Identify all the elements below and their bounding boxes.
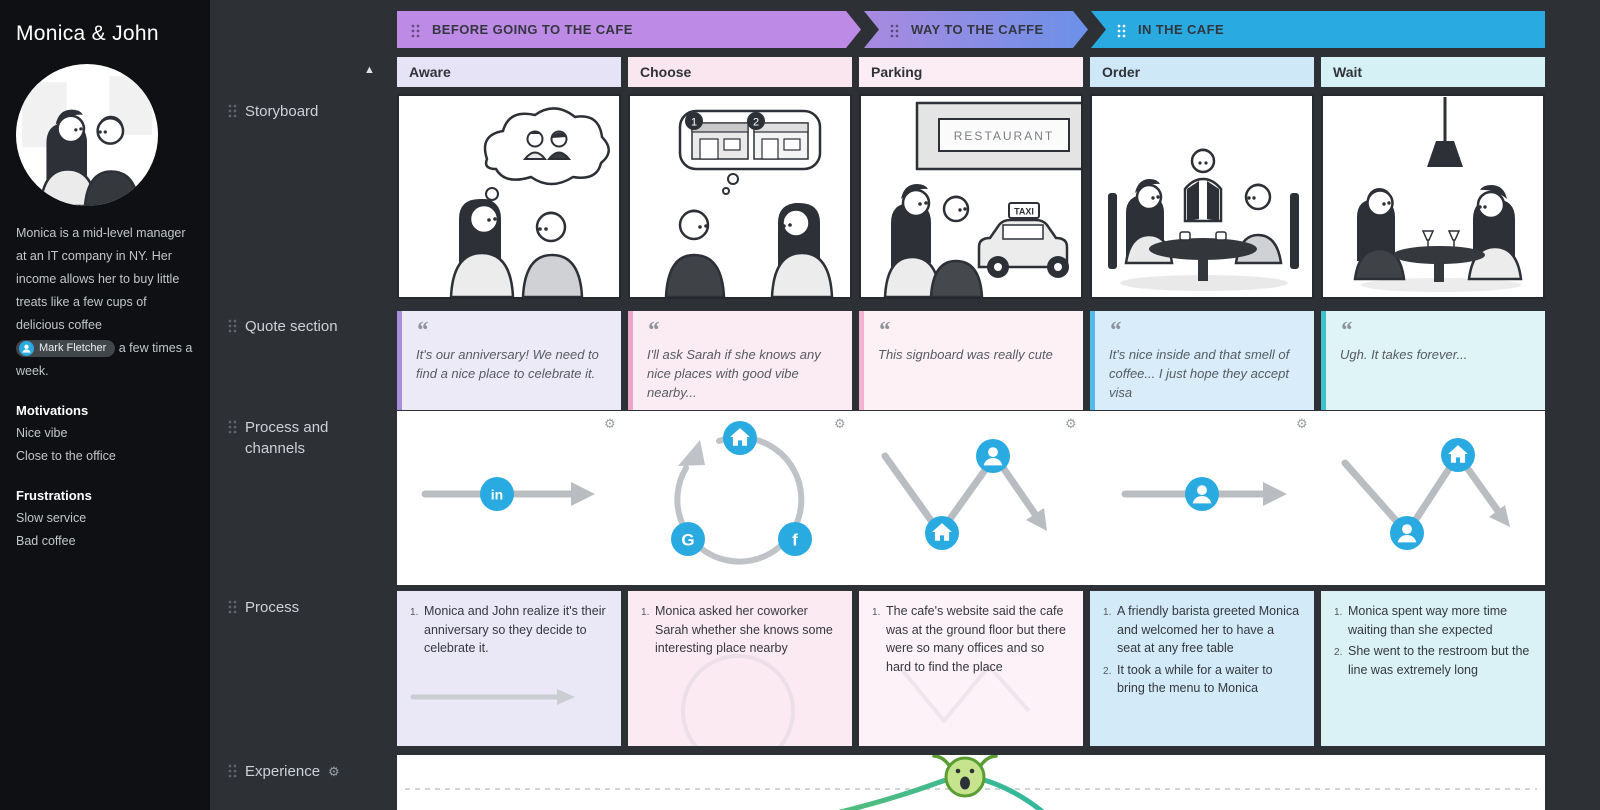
svg-text:G: G — [681, 531, 694, 550]
column-header-order[interactable]: Order — [1090, 57, 1314, 87]
storyboard-illustration-ordering — [1108, 148, 1299, 291]
quote-icon: “ — [1340, 318, 1352, 344]
flow-zigzag — [1341, 451, 1502, 537]
storyboard-cell-parking[interactable]: RESTAURANT TAXI — [859, 94, 1083, 299]
quote-cell-wait[interactable]: “ Ugh. It takes forever... — [1321, 311, 1545, 410]
user-icon[interactable] — [1185, 477, 1219, 511]
storyboard-illustration-waiting — [1353, 97, 1523, 292]
process-and-channels-strip[interactable]: in G f ⚙ ⚙ ⚙ ⚙ — [397, 411, 1545, 585]
frustration-item[interactable]: Slow service — [16, 511, 87, 525]
home-icon[interactable] — [723, 421, 757, 455]
drag-handle-icon[interactable] — [228, 764, 237, 778]
experience-strip[interactable] — [397, 755, 1545, 810]
quote-cell-choose[interactable]: “ I'll ask Sarah if she knows any nice p… — [628, 311, 852, 410]
storyboard-cell-choose[interactable]: 1 2 — [628, 94, 852, 299]
drag-handle-icon[interactable] — [411, 24, 420, 38]
drag-handle-icon[interactable] — [228, 104, 237, 118]
frustrations-heading: Frustrations — [16, 488, 92, 503]
persona-avatar[interactable] — [16, 64, 158, 206]
svg-text:RESTAURANT: RESTAURANT — [954, 129, 1054, 143]
drag-handle-icon[interactable] — [1117, 24, 1126, 38]
ghost-arrow — [410, 689, 575, 705]
persona-description: Monica is a mid-level manager at an IT c… — [16, 222, 194, 383]
process-cell-parking[interactable]: The cafe's website said the cafe was at … — [859, 591, 1083, 746]
persona-badge-label: Mark Fletcher — [39, 342, 107, 355]
column-header-wait[interactable]: Wait — [1321, 57, 1545, 87]
persona-description-text-2: a few times a week. — [16, 341, 193, 378]
google-icon[interactable] — [671, 522, 705, 556]
quote-icon: “ — [1109, 318, 1121, 344]
process-cell-order[interactable]: A friendly barista greeted Monica and we… — [1090, 591, 1314, 746]
channel-settings-gear-icon[interactable]: ⚙ — [1065, 416, 1077, 431]
quote-icon: “ — [878, 318, 890, 344]
storyboard-cell-order[interactable] — [1090, 94, 1314, 299]
experience-curve-graphic — [405, 755, 1537, 810]
motivation-item[interactable]: Nice vibe — [16, 426, 68, 440]
channels-flow-graphic: in G f — [421, 421, 1510, 565]
experience-emoji-surprised[interactable] — [932, 755, 998, 798]
flow-zigzag — [881, 452, 1039, 537]
option-badge-1 — [685, 112, 703, 130]
motivation-item[interactable]: Close to the office — [16, 449, 116, 463]
drag-handle-icon[interactable] — [228, 319, 237, 333]
svg-text:TAXI: TAXI — [1014, 207, 1034, 217]
persona-sidebar: Monica & John Monica is a mid-level mana… — [0, 0, 210, 810]
quote-icon: “ — [416, 318, 428, 344]
drag-handle-icon[interactable] — [228, 420, 237, 434]
ghost-zigzag — [897, 664, 1031, 723]
row-label-experience[interactable]: Experience ⚙ — [228, 761, 340, 782]
person-icon — [19, 341, 34, 356]
user-icon[interactable] — [976, 439, 1010, 473]
column-header-aware[interactable]: Aware — [397, 57, 621, 87]
process-cell-wait[interactable]: Monica spent way more time waiting than … — [1321, 591, 1545, 746]
home-icon[interactable] — [1441, 438, 1475, 472]
column-header-parking[interactable]: Parking — [859, 57, 1083, 87]
column-header-choose[interactable]: Choose — [628, 57, 852, 87]
experience-settings-gear-icon[interactable]: ⚙ — [328, 764, 340, 779]
storyboard-illustration-choosing-place: 1 2 — [664, 109, 834, 297]
storyboard-cell-wait[interactable] — [1321, 94, 1545, 299]
svg-text:in: in — [491, 487, 503, 503]
svg-text:f: f — [792, 531, 798, 550]
frustration-item[interactable]: Bad coffee — [16, 534, 76, 548]
quote-cell-aware[interactable]: “ It's our anniversary! We need to find … — [397, 311, 621, 410]
persona-avatar-illustration — [22, 76, 152, 206]
stage-in-the-cafe[interactable]: IN THE CAFE — [1091, 11, 1545, 48]
linkedin-icon[interactable] — [480, 477, 514, 511]
flow-loop — [674, 434, 805, 565]
persona-name[interactable]: Monica & John — [16, 22, 159, 45]
row-label-storyboard[interactable]: Storyboard — [228, 101, 318, 122]
option-badge-2 — [747, 112, 765, 130]
storyboard-illustration-restaurant-taxi: RESTAURANT TAXI — [883, 101, 1081, 297]
channel-settings-gear-icon[interactable]: ⚙ — [1296, 416, 1308, 431]
stage-before-going-to-the-cafe[interactable]: BEFORE GOING TO THE CAFE — [397, 11, 861, 48]
collapse-arrow-icon[interactable]: ▲ — [364, 64, 375, 76]
svg-text:2: 2 — [753, 117, 759, 129]
drag-handle-icon[interactable] — [228, 600, 237, 614]
stage-way-to-the-caffe[interactable]: WAY TO THE CAFFE — [864, 11, 1088, 48]
process-cell-aware[interactable]: Monica and John realize it's their anniv… — [397, 591, 621, 746]
channel-settings-gear-icon[interactable]: ⚙ — [604, 416, 616, 431]
channel-settings-gear-icon[interactable]: ⚙ — [834, 416, 846, 431]
persona-badge[interactable]: Mark Fletcher — [16, 340, 116, 358]
quote-cell-parking[interactable]: “ This signboard was really cute — [859, 311, 1083, 410]
persona-description-text: Monica is a mid-level manager at an IT c… — [16, 226, 186, 332]
quote-cell-order[interactable]: “ It's nice inside and that smell of cof… — [1090, 311, 1314, 410]
home-icon[interactable] — [925, 516, 959, 550]
row-label-process-and-channels[interactable]: Process and channels — [228, 417, 355, 459]
facebook-icon[interactable] — [778, 522, 812, 556]
quote-icon: “ — [647, 318, 659, 344]
motivations-heading: Motivations — [16, 403, 89, 418]
storyboard-cell-aware[interactable] — [397, 94, 621, 299]
storyboard-illustration-thinking-couple — [449, 107, 610, 297]
user-icon[interactable] — [1390, 516, 1424, 550]
row-label-process[interactable]: Process — [228, 597, 299, 618]
row-label-quote-section[interactable]: Quote section — [228, 316, 338, 337]
drag-handle-icon[interactable] — [890, 24, 899, 38]
process-cell-choose[interactable]: Monica asked her coworker Sarah whether … — [628, 591, 852, 746]
svg-text:1: 1 — [691, 117, 697, 129]
